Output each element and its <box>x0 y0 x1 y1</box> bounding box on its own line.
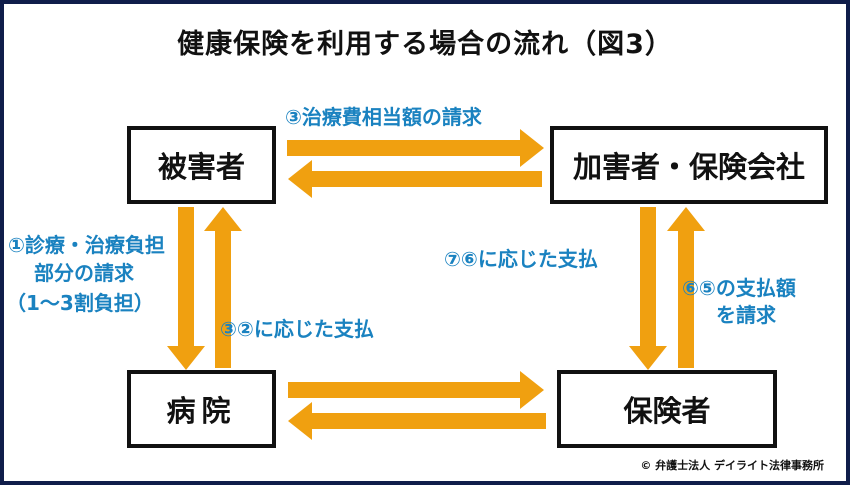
label-step1-line1: ①診療・治療負担 <box>8 233 165 257</box>
label-step1-line3: （1〜3割負担） <box>6 291 154 315</box>
label-step1-line2: 部分の請求 <box>34 261 134 285</box>
node-insurer: 保険者 <box>557 370 777 448</box>
node-perpetrator: 加害者・保険会社 <box>550 126 828 204</box>
arrow-hospital-to-insurer <box>288 371 544 409</box>
arrow-victim-to-hospital <box>167 207 205 370</box>
arrow-victim-to-perpetrator <box>287 129 544 167</box>
node-perpetrator-label: 加害者・保険会社 <box>572 150 805 184</box>
label-step2-pay: ③②に応じた支払 <box>220 317 374 341</box>
label-step6-line1: ⑥⑤の支払額 <box>682 276 796 300</box>
arrow-perpetrator-to-insurer <box>629 207 667 370</box>
copyright-notice: © 弁護士法人 デイライト法律事務所 <box>640 459 824 472</box>
label-step7-pay: ⑦⑥に応じた支払 <box>444 247 598 271</box>
arrow-hospital-to-victim <box>204 207 242 368</box>
node-hospital: 病院 <box>127 370 276 448</box>
label-step3-claim: ③治療費相当額の請求 <box>285 105 482 129</box>
node-victim: 被害者 <box>127 126 276 204</box>
node-insurer-label: 保険者 <box>623 394 711 428</box>
node-victim-label: 被害者 <box>157 150 245 184</box>
node-hospital-label: 病院 <box>166 394 237 428</box>
arrow-insurer-to-hospital <box>288 402 546 440</box>
label-step6-line2: を請求 <box>716 303 776 327</box>
diagram-title: 健康保険を利用する場合の流れ（図3） <box>177 29 673 60</box>
arrow-insurer-to-perpetrator <box>667 207 705 368</box>
arrow-perpetrator-to-victim <box>288 160 542 198</box>
